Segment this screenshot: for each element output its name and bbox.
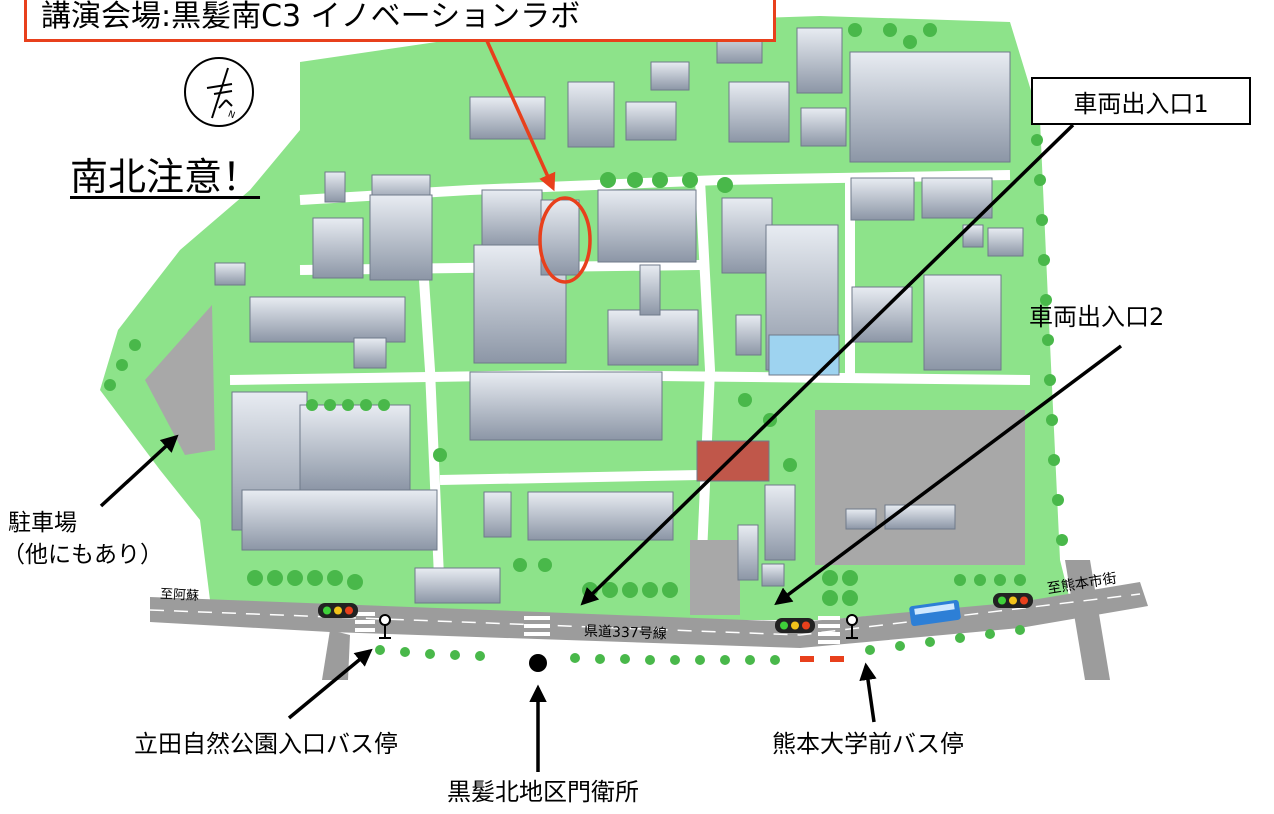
warning-text: 南北注意！ bbox=[70, 155, 261, 199]
parking-note: （他にもあり） bbox=[2, 542, 163, 568]
traffic-light-east bbox=[993, 593, 1033, 608]
road-centerline bbox=[149, 593, 1141, 636]
road-east-spur bbox=[1065, 560, 1110, 680]
road-south-spur bbox=[322, 630, 350, 680]
tree-line-right bbox=[1031, 134, 1068, 546]
parking-lot-west bbox=[145, 305, 215, 455]
parking-lot-east bbox=[815, 410, 1025, 565]
prefectural-road bbox=[150, 582, 1148, 648]
venue-arrow bbox=[481, 31, 556, 192]
bus-icon bbox=[909, 600, 961, 626]
guard-post-label: 黒髪北地区門衛所 bbox=[447, 778, 639, 806]
tree-row-south bbox=[375, 625, 1025, 665]
venue-banner: 講演会場:黒髪南C3 イノベーションラボ bbox=[24, 0, 776, 42]
bus-stop-sign-east bbox=[846, 614, 858, 639]
bus-stop-sign-west bbox=[379, 614, 391, 639]
gate-barriers bbox=[800, 656, 844, 662]
pointer-arrows bbox=[99, 123, 1123, 772]
road-label-to-aso: 至阿蘇 bbox=[159, 586, 200, 605]
guard-post-marker bbox=[529, 654, 547, 672]
gate1-label: 車両出入口1 bbox=[1073, 89, 1209, 118]
compass-icon bbox=[184, 57, 254, 127]
bus-stop-kumadai-label: 熊本大学前バス停 bbox=[772, 730, 964, 758]
traffic-light-center bbox=[775, 618, 815, 633]
venue-highlight-ellipse bbox=[538, 196, 592, 284]
tree-line-left bbox=[104, 339, 141, 391]
bus-stop-tatsuda-label: 立田自然公園入口バス停 bbox=[134, 730, 398, 758]
venue-banner-text: 講演会場:黒髪南C3 イノベーションラボ bbox=[41, 0, 581, 34]
crosswalks bbox=[355, 612, 840, 644]
campus-buildings bbox=[214, 27, 1024, 604]
gate2-label: 車両出入口2 bbox=[1029, 303, 1165, 331]
road-label-route: 県道337号線 bbox=[583, 623, 667, 643]
parking-lot-south bbox=[690, 540, 740, 615]
traffic-light-west bbox=[318, 603, 358, 618]
gate1-label-box: 車両出入口1 bbox=[1031, 77, 1251, 125]
campus-trees bbox=[247, 23, 1026, 606]
parking-label: 駐車場 bbox=[8, 510, 77, 536]
